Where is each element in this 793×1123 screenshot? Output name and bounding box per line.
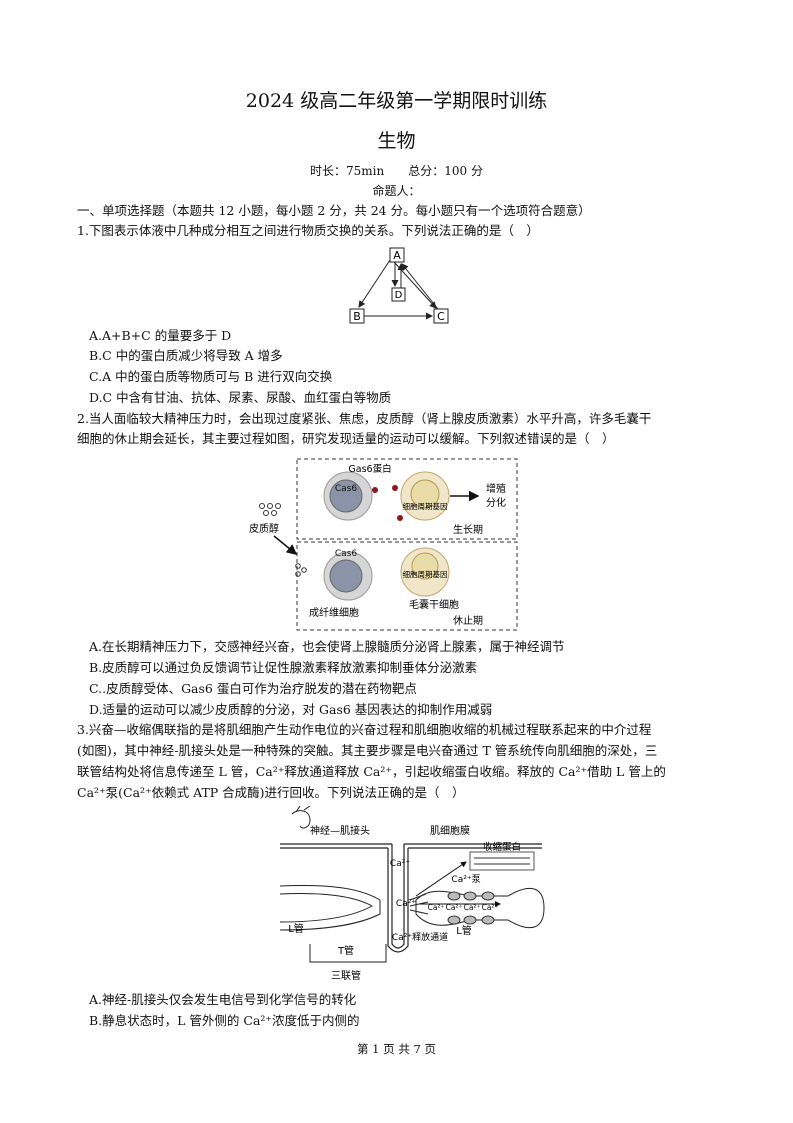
- q2-cortisol-dot: [275, 503, 281, 509]
- page-title: 2024 级高二年级第一学期限时训练: [245, 90, 548, 112]
- q3-nerve-fiber: [295, 806, 311, 813]
- q2-follicle-nucleus-bottom: [411, 552, 439, 580]
- q1-diagram: A D B C: [349, 247, 449, 324]
- q3-l-tube-left: [279, 885, 381, 931]
- q1-arrow-a-b: [358, 259, 391, 308]
- q2-cortisol-bound: [301, 567, 307, 573]
- q1-box-c: [433, 308, 449, 324]
- q3-t-label: T管: [337, 944, 354, 957]
- section-heading: 一、单项选择题（本题共 12 小题，每小题 2 分，共 24 分。每小题只有一个…: [77, 203, 591, 218]
- q2-prolif-label: 增殖: [486, 482, 506, 495]
- q3-t-tube-inner: [391, 844, 405, 949]
- q3-release-channel: [409, 893, 429, 915]
- exam-author: 命题人：: [372, 184, 421, 198]
- q3-l-tube-left-inner: [279, 893, 374, 923]
- q3-stem-line4: Ca²⁺泵(Ca²⁺依赖式 ATP 合成酶)进行回收。下列说法正确的是（ ）: [77, 785, 465, 800]
- q2-fibro-label: 成纤维细胞: [309, 606, 359, 619]
- q2-option-c: C..皮质醇受体、Gas6 蛋白可作为治疗脱发的潜在药物靶点: [89, 681, 417, 696]
- q3-nmj-label: 神经—肌接头: [310, 824, 370, 837]
- q3-triad-label: 三联管: [331, 969, 361, 982]
- q2-diff-label: 分化: [486, 496, 506, 509]
- q1-box-d: [391, 287, 406, 302]
- q3-option-a: A.神经-肌接头仅会发生电信号到化学信号的转化: [89, 992, 357, 1007]
- q2-nucleus-bottom: [329, 559, 363, 593]
- q2-option-a: A.在长期精神压力下，交感神经兴奋，也会使肾上腺髓质分泌肾上腺素，属于神经调节: [89, 639, 565, 654]
- q2-cortisol-dot: [271, 510, 277, 516]
- q1-label-a: A: [393, 249, 401, 262]
- q1-box-a: [389, 247, 405, 263]
- q2-gene-bottom-label: 细胞周期基因: [403, 569, 448, 579]
- q2-cas6-bottom-label: Cas6: [335, 549, 357, 559]
- q2-diagram: Cas6 Gas6蛋白 细胞周期基因 增殖 分化 生长期 皮质醇 Cas6 细胞…: [249, 458, 518, 631]
- q2-follicle-label: 毛囊干细胞: [409, 598, 459, 611]
- q2-cortisol-label: 皮质醇: [249, 522, 279, 535]
- q2-cortisol-bound: [295, 571, 301, 577]
- q3-ca-small: Ca²⁺: [428, 903, 445, 912]
- q3-pump-label: Ca²⁺泵: [451, 874, 480, 885]
- q1-label-b: B: [353, 310, 361, 323]
- q1-option-c: C.A 中的蛋白质等物质可与 B 进行双向交换: [89, 369, 333, 384]
- q2-gas6-label: Gas6蛋白: [348, 463, 391, 475]
- q3-ca-small: Ca²⁺: [464, 903, 481, 912]
- q1-option-b: B.C 中的蛋白质减少将导致 A 增多: [89, 348, 283, 363]
- q1-stem: 1.下图表示体液中几种成分相互之间进行物质交换的关系。下列说法正确的是（ ）: [77, 223, 539, 238]
- q3-t-tube: [387, 848, 409, 953]
- q3-membrane-label: 肌细胞膜: [430, 824, 470, 837]
- q3-release-label: Ca²⁺释放通道: [392, 931, 448, 943]
- exam-meta: 时长：75min 总分：100 分: [310, 164, 483, 178]
- q3-stem-line2: (如图)，其中神经-肌接头处是一种特殊的突触。其主要步骤是电兴奋通过 T 管系统…: [77, 743, 658, 758]
- q3-l-left-label: L管: [288, 922, 304, 935]
- q2-arrow-cortisol: [273, 535, 298, 555]
- q2-growth-label: 生长期: [453, 523, 483, 536]
- q3-contractile-box: [469, 851, 535, 871]
- q2-gas6-dot: [392, 485, 398, 491]
- q2-cortisol-dot: [263, 510, 269, 516]
- q3-ca-small: Ca²⁺: [446, 903, 463, 912]
- q3-pump: [463, 891, 477, 901]
- q3-ca-mid-label: Ca²⁺: [396, 899, 416, 909]
- q2-stem-line2: 细胞的休止期会延长，其主要过程如图，研究发现适量的运动可以缓解。下列叙述错误的是…: [77, 431, 615, 446]
- subject-title: 生物: [377, 130, 416, 152]
- q2-option-d: D.适量的运动可以减少皮质醇的分泌，对 Gas6 基因表达的抑制作用减弱: [89, 702, 493, 717]
- q3-nerve-terminal: [291, 810, 311, 829]
- q3-stem-line1: 3.兴奋—收缩偶联指的是将肌细胞产生动作电位的兴奋过程和肌细胞收缩的机械过程联系…: [77, 722, 652, 737]
- q2-gene-top-label: 细胞周期基因: [403, 501, 448, 511]
- q2-growth-box: [296, 458, 518, 540]
- q1-option-d: D.C 中含有甘油、抗体、尿素、尿酸、血红蛋白等物质: [89, 390, 392, 405]
- q3-option-b: B.静息状态时，L 管外侧的 Ca²⁺浓度低于内侧的: [89, 1013, 360, 1028]
- q2-gas6-dot: [372, 487, 378, 493]
- q3-l-right-label: L管: [456, 924, 472, 937]
- q2-nucleus-top: [329, 479, 363, 513]
- q3-pump: [447, 891, 461, 901]
- q2-stem-line1: 2.当人面临较大精神压力时，会出现过度紧张、焦虑，皮质醇（肾上腺皮质激素）水平升…: [77, 411, 652, 426]
- q1-arrow-c-a: [401, 263, 439, 310]
- q3-stem-line3: 联管结构处将信息传递至 L 管，Ca²⁺释放通道释放 Ca²⁺，引起收缩蛋白收缩…: [77, 764, 666, 779]
- q2-follicle-nucleus-top: [410, 479, 440, 509]
- page-footer: 第 1 页 共 7 页: [357, 1042, 436, 1056]
- q3-pump: [447, 915, 461, 925]
- q3-diagram: 神经—肌接头 肌细胞膜 收缩蛋白 Ca²⁺ Ca²⁺ Ca²⁺泵 Ca²⁺ Ca…: [279, 806, 545, 982]
- q3-arrow-ca-up: [415, 861, 467, 897]
- q2-rest-label: 休止期: [453, 615, 483, 627]
- q2-cas6-top-label: Cas6: [335, 484, 357, 494]
- q2-option-b: B.皮质醇可以通过负反馈调节让促性腺激素释放激素抑制垂体分泌激素: [89, 660, 478, 675]
- q3-pump: [481, 915, 495, 925]
- q2-cortisol-bound: [295, 563, 301, 569]
- q3-pump: [481, 891, 495, 901]
- q2-cortisol-dot: [259, 503, 265, 509]
- q3-triad-bracket: [309, 944, 387, 963]
- q3-ca-small: Ca²⁺: [482, 903, 499, 912]
- q2-gas6-dot: [397, 515, 403, 521]
- q1-label-d: D: [395, 290, 403, 301]
- q1-label-c: C: [437, 310, 445, 323]
- q3-ca-top-label: Ca²⁺: [390, 859, 410, 869]
- q3-contractile-label: 收缩蛋白: [483, 841, 521, 853]
- q3-pump: [463, 915, 477, 925]
- q2-cortisol-dot: [267, 503, 273, 509]
- q1-option-a: A.A+B+C 的量要多于 D: [89, 328, 232, 343]
